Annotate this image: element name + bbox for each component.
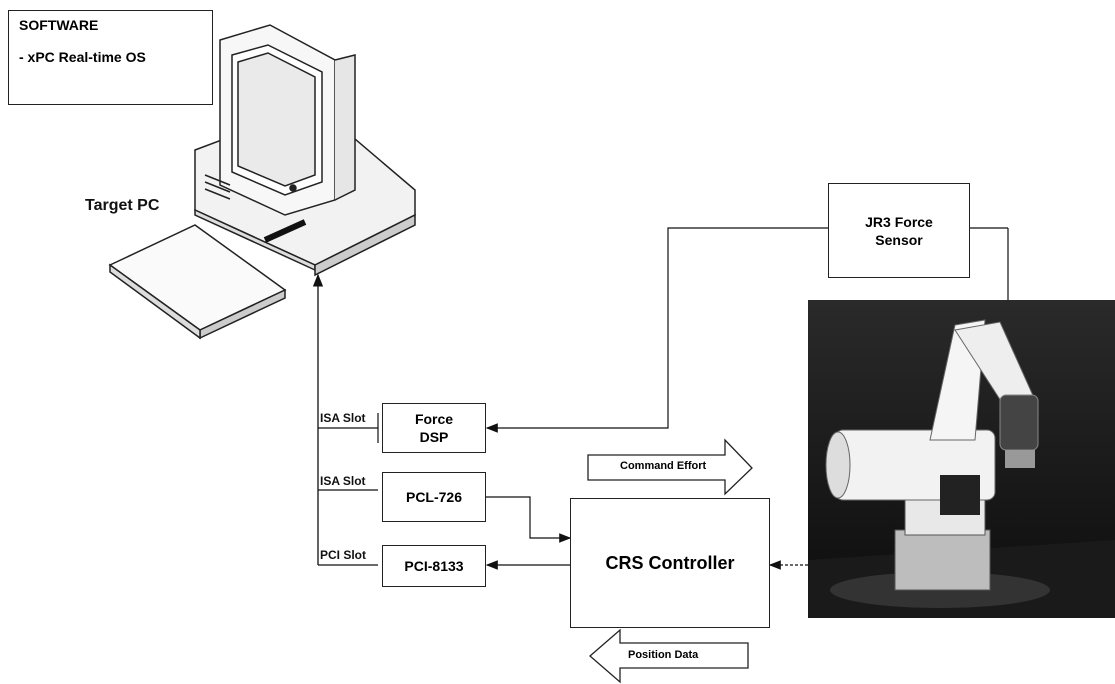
pci8133-box: PCI-8133	[382, 545, 486, 587]
pci8133-label: PCI-8133	[404, 557, 463, 575]
crs-controller-box: CRS Controller	[570, 498, 770, 628]
pcl726-box: PCL-726	[382, 472, 486, 522]
pcl726-label: PCL-726	[406, 488, 462, 506]
force-dsp-box: Force DSP	[382, 403, 486, 453]
software-title: SOFTWARE	[19, 17, 202, 33]
dsp-line1: Force	[415, 410, 453, 428]
sensor-line1: JR3 Force	[865, 213, 933, 231]
controller-label: CRS Controller	[605, 554, 734, 572]
robot-arm-icon	[808, 300, 1115, 618]
sensor-line2: Sensor	[875, 231, 922, 249]
software-item: - xPC Real-time OS	[19, 49, 202, 65]
isa-slot-label-2: ISA Slot	[320, 474, 366, 488]
command-effort-label: Command Effort	[620, 460, 706, 472]
target-pc-label: Target PC	[85, 197, 159, 215]
position-data-label: Position Data	[628, 649, 698, 661]
software-box: SOFTWARE - xPC Real-time OS	[8, 10, 213, 105]
dsp-line2: DSP	[420, 428, 449, 446]
jr3-sensor-box: JR3 Force Sensor	[828, 183, 970, 278]
isa-slot-label-1: ISA Slot	[320, 411, 366, 425]
pci-slot-label: PCI Slot	[320, 548, 366, 562]
